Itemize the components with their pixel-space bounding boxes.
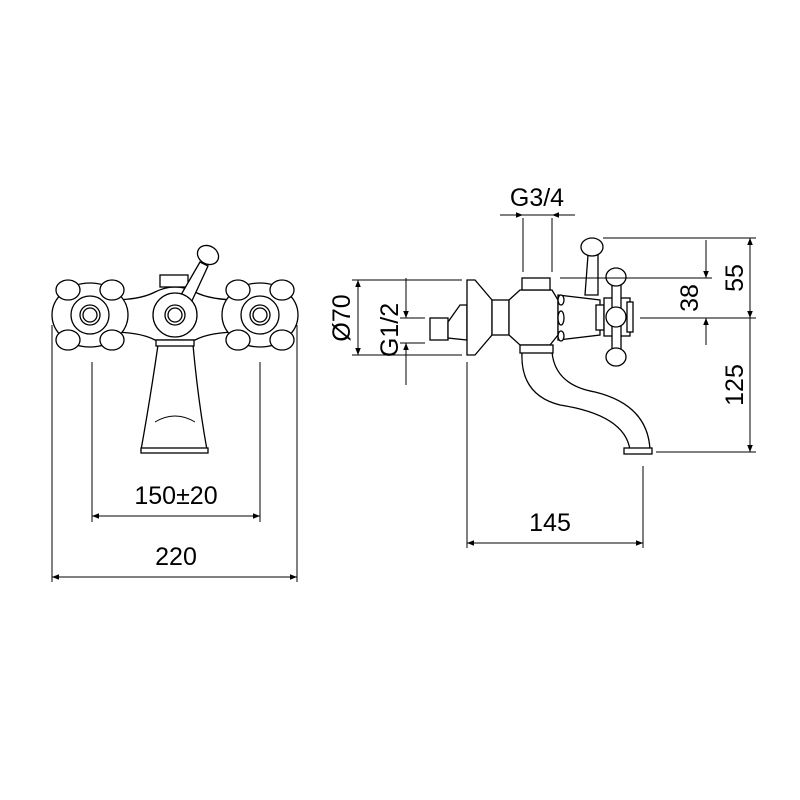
right-cross-handle	[221, 279, 299, 351]
side-spout	[521, 351, 651, 451]
dim-label-g34: G3/4	[510, 184, 564, 212]
dim-label-55: 55	[721, 264, 749, 292]
dim-label-38: 38	[676, 284, 704, 312]
dim-label-g12: G1/2	[376, 303, 404, 357]
dim-label-125: 125	[721, 364, 749, 406]
wall-flange	[466, 279, 493, 356]
diverter-lever-side	[584, 254, 599, 296]
side-view: G3/4 55 125 38 Ø70 G1/2 145	[328, 184, 756, 548]
dim-label-overall: 220	[155, 543, 197, 571]
spout-collar	[155, 339, 195, 347]
left-cross-handle	[51, 279, 129, 351]
lever-knob	[196, 244, 220, 266]
lever-knob-side	[580, 237, 604, 257]
cartridge	[557, 294, 601, 341]
center-hub	[152, 292, 198, 338]
front-spout	[140, 344, 208, 451]
front-view: 150±20 220	[51, 244, 299, 582]
top-inlet	[521, 277, 551, 291]
wall-inlet-nipple	[429, 317, 449, 341]
eccentric-union	[447, 304, 468, 341]
spout-outlet	[140, 447, 209, 454]
top-inlet-cap	[159, 274, 189, 288]
dim-label-d70: Ø70	[328, 294, 356, 341]
handle-knob-bottom	[605, 347, 627, 367]
handle-cap	[626, 301, 634, 333]
dim-label-145: 145	[529, 509, 571, 537]
side-body	[508, 289, 559, 346]
dim-label-inner: 150±20	[134, 482, 217, 510]
handle-knob-top	[605, 267, 627, 287]
spout-detail	[154, 415, 196, 423]
hex-nut	[491, 299, 510, 336]
spout-outlet-side	[623, 447, 653, 455]
